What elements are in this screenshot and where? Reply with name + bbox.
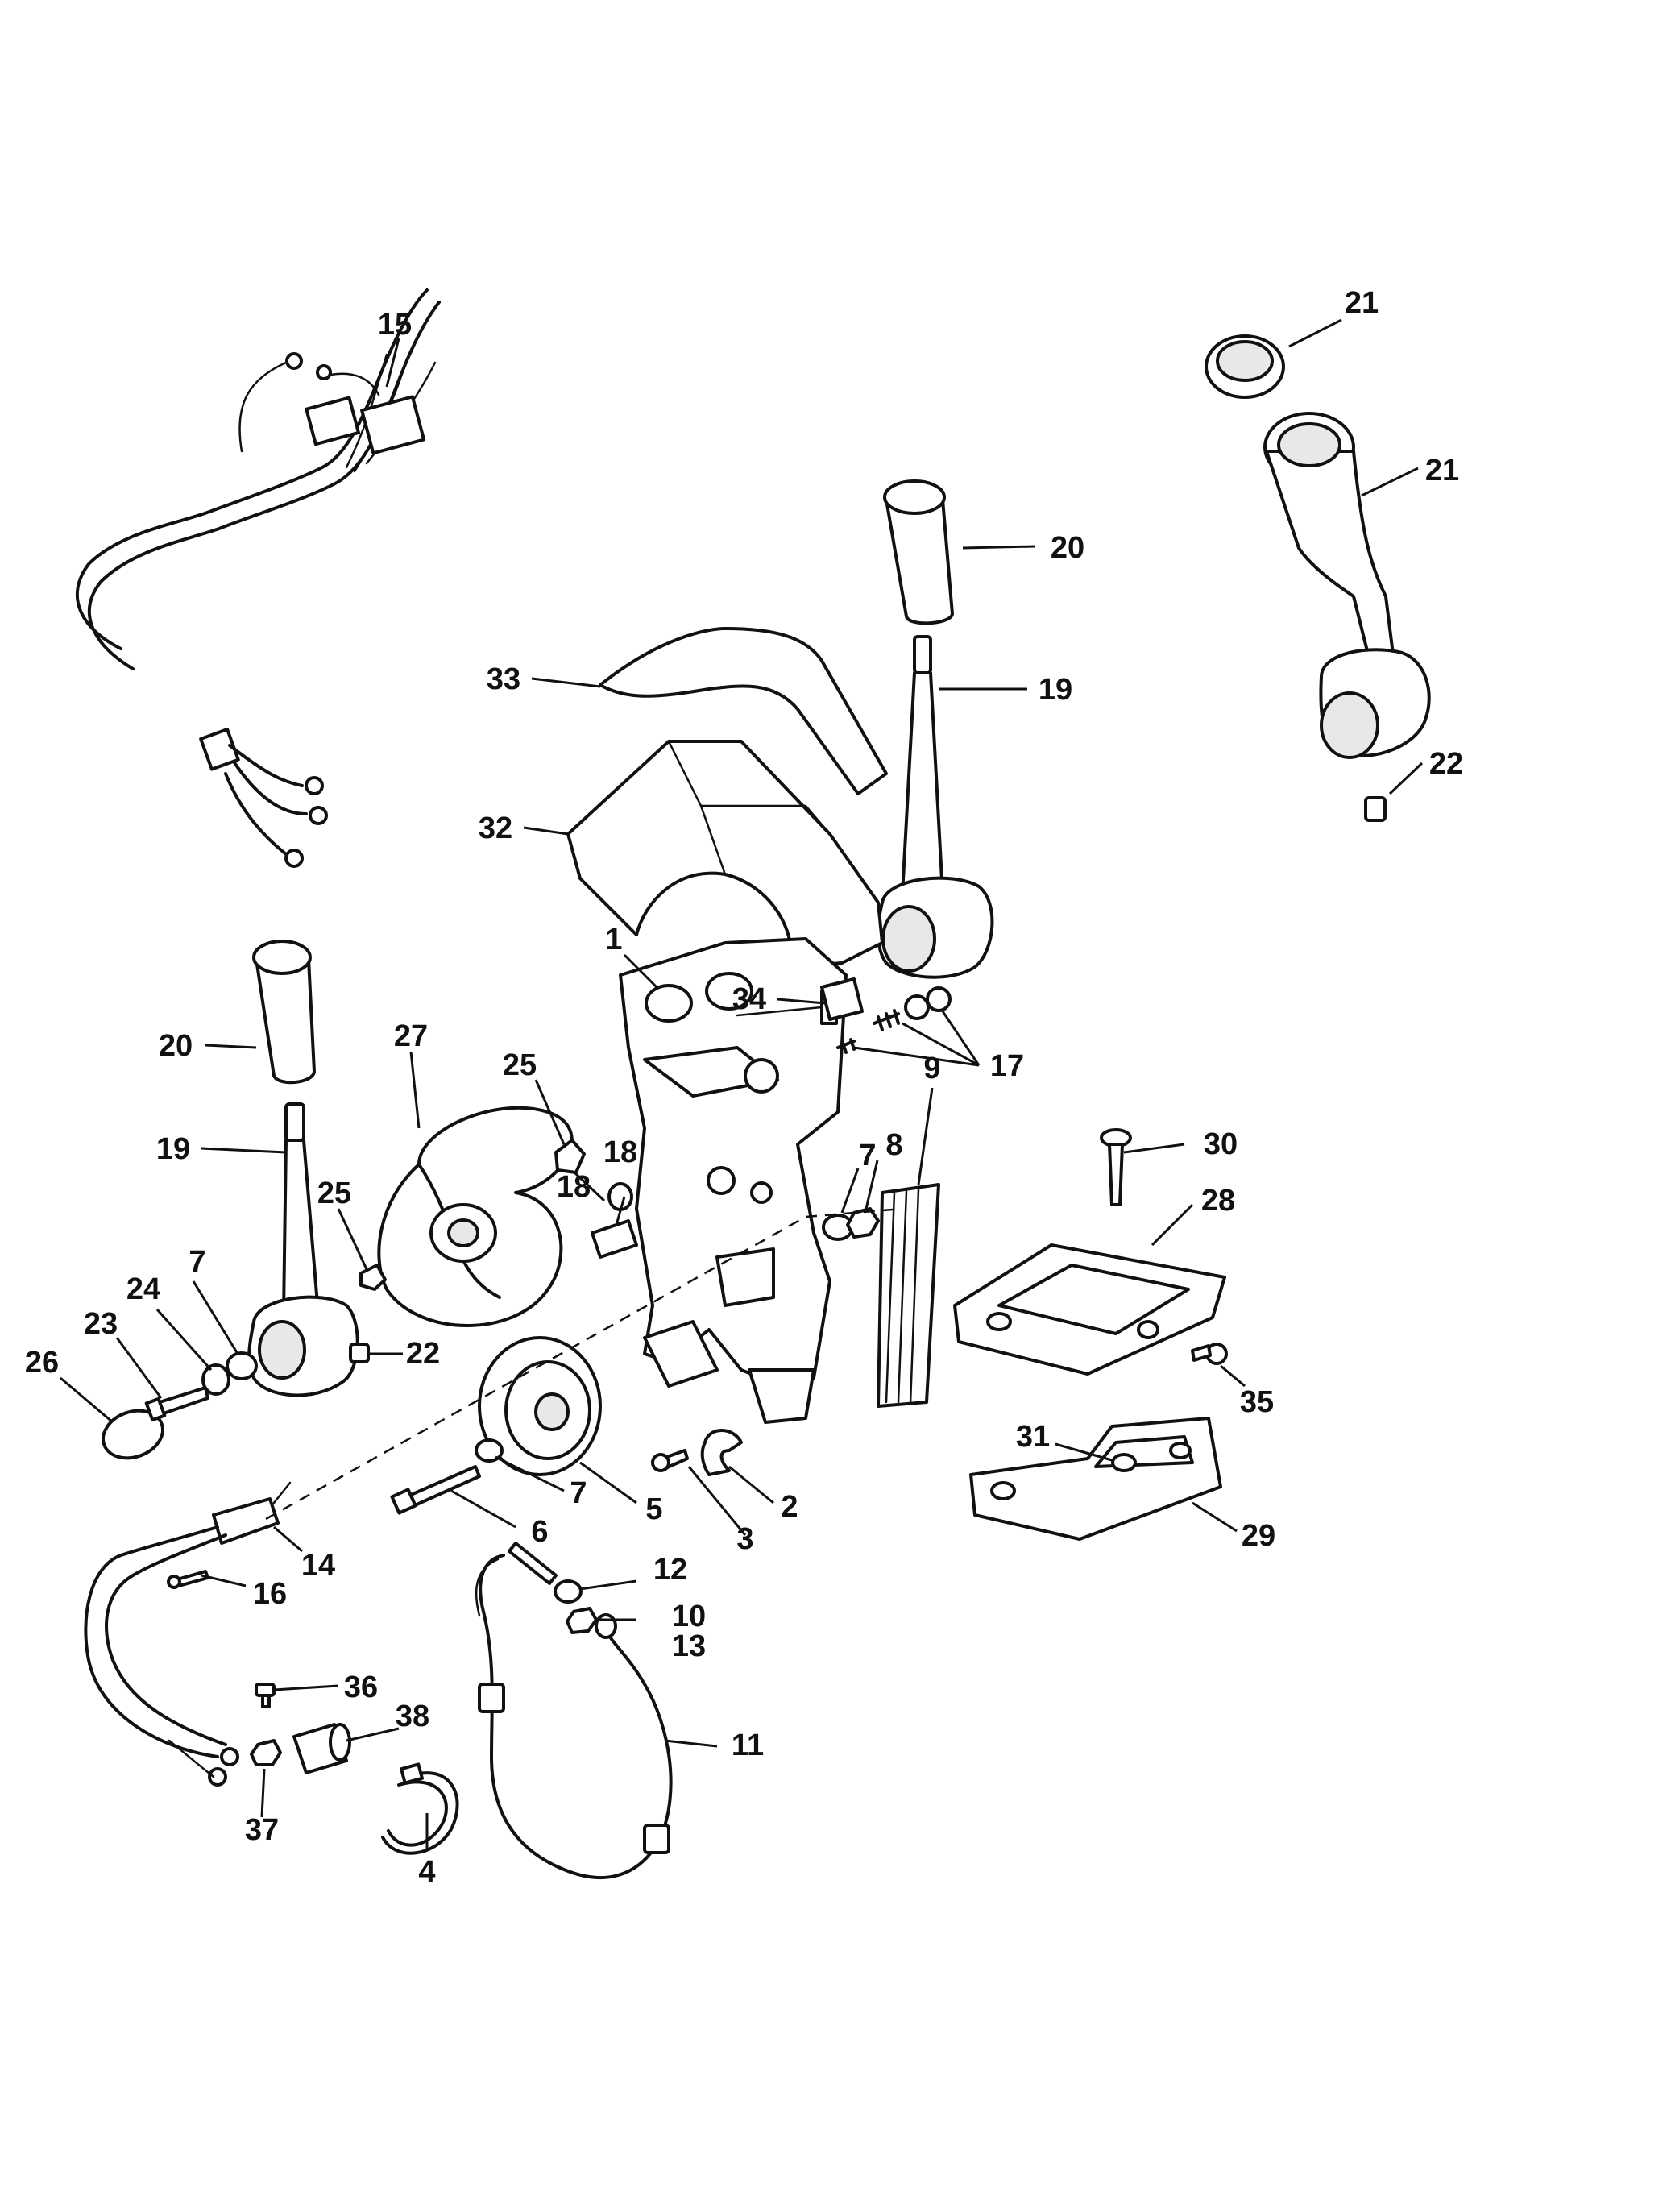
screw-part-30 — [1100, 1128, 1132, 1206]
callout-7c: 7 — [859, 1139, 876, 1172]
callout-18b: 18 — [557, 1170, 591, 1204]
cover-trim-part-33 — [599, 627, 888, 795]
detent-plate-part-34 — [820, 977, 864, 1021]
neutral-switch-part-14 — [84, 1481, 292, 1787]
hose-clamp-part-4 — [381, 1762, 459, 1855]
callout-36: 36 — [344, 1670, 378, 1704]
bushing-part-18-lower — [591, 1219, 638, 1259]
clip-part-2 — [700, 1429, 743, 1476]
callout-10: 10 — [672, 1600, 706, 1633]
washer-part-7-pulley — [475, 1438, 504, 1463]
lever-knob-part-20-left — [252, 940, 316, 1085]
callout-22a: 22 — [406, 1337, 440, 1371]
callout-32: 32 — [479, 811, 512, 845]
screw-part-3 — [651, 1449, 689, 1472]
nut-part-10-13 — [566, 1607, 598, 1634]
callout-12: 12 — [653, 1553, 687, 1587]
retainer-clip-part-25-upper — [554, 1139, 586, 1174]
callout-2: 2 — [781, 1490, 798, 1524]
assembly-axis-line — [265, 1215, 806, 1521]
callout-21b: 21 — [1425, 454, 1459, 488]
callout-31: 31 — [1016, 1420, 1050, 1454]
mounting-bracket-part-28 — [953, 1243, 1226, 1376]
bolt-part-6 — [390, 1465, 481, 1515]
knob-cap-part-26 — [102, 1409, 164, 1460]
callout-27: 27 — [394, 1019, 428, 1053]
callout-23: 23 — [84, 1307, 118, 1341]
screw-part-36 — [255, 1683, 276, 1708]
retainer-clip-part-25-lower — [359, 1264, 387, 1291]
callout-30: 30 — [1204, 1127, 1238, 1161]
wiring-harness-part-15 — [75, 288, 441, 868]
callout-7a: 7 — [189, 1245, 205, 1279]
screw-part-35 — [1191, 1343, 1228, 1365]
screw-part-31 — [1111, 1453, 1137, 1472]
callout-19b: 19 — [1039, 673, 1072, 707]
callout-24: 24 — [126, 1272, 160, 1306]
callout-1: 1 — [605, 923, 622, 957]
callout-25b: 25 — [317, 1177, 351, 1210]
base-plate-part-29 — [969, 1417, 1222, 1541]
callout-18a: 18 — [603, 1135, 637, 1169]
callout-6: 6 — [531, 1515, 548, 1549]
callout-22b: 22 — [1429, 747, 1463, 781]
lever-knob-part-20-right — [883, 479, 954, 625]
callout-34: 34 — [732, 982, 766, 1016]
lever-arm-part-19-left — [247, 1102, 359, 1397]
callout-14: 14 — [301, 1549, 335, 1583]
handle-cap-part-21 — [1205, 334, 1285, 399]
throttle-cam-part-27 — [377, 1106, 574, 1327]
callout-3: 3 — [736, 1522, 753, 1556]
pulley-part-5 — [478, 1336, 602, 1476]
shift-cable-part-11 — [475, 1542, 673, 1879]
control-handle-part-21 — [1263, 412, 1431, 759]
callout-37: 37 — [245, 1813, 279, 1847]
callout-5: 5 — [645, 1492, 662, 1526]
set-screw-part-22-right — [1364, 796, 1387, 822]
callout-4: 4 — [418, 1855, 435, 1889]
callout-16: 16 — [253, 1577, 287, 1611]
bushing-part-18-upper — [607, 1182, 633, 1211]
callout-38: 38 — [396, 1699, 429, 1733]
callout-29: 29 — [1242, 1519, 1275, 1553]
screw-part-23 — [144, 1386, 209, 1422]
leader-lines — [60, 318, 1424, 1849]
callout-9: 9 — [923, 1052, 940, 1085]
assembly-axis-line-2 — [805, 1207, 903, 1218]
washer-part-12 — [554, 1579, 583, 1604]
nut-part-37 — [250, 1739, 282, 1766]
callout-labels: 15 21 21 22 20 19 33 32 1 34 17 9 8 7 25… — [25, 286, 1463, 1889]
spacer-part-38 — [292, 1723, 351, 1774]
callout-20a: 20 — [159, 1029, 193, 1063]
screw-part-16 — [167, 1570, 209, 1589]
callout-26: 26 — [25, 1346, 59, 1380]
set-screw-part-22-left — [349, 1343, 370, 1363]
callout-19a: 19 — [156, 1132, 190, 1166]
detent-spring-ball-part-17 — [836, 986, 952, 1054]
callout-25a: 25 — [503, 1048, 537, 1082]
callout-17: 17 — [990, 1049, 1024, 1083]
callout-33: 33 — [487, 662, 520, 696]
callout-15: 15 — [378, 308, 412, 342]
washer-part-7-left — [226, 1351, 258, 1380]
lever-arm-part-19-right — [877, 635, 994, 979]
callout-21a: 21 — [1345, 286, 1379, 320]
callout-7b: 7 — [570, 1476, 587, 1510]
control-housing-part-1 — [619, 937, 848, 1424]
gasket-part-9 — [877, 1183, 940, 1408]
callout-11: 11 — [732, 1729, 764, 1762]
nut-part-8 — [846, 1207, 880, 1239]
callout-8: 8 — [885, 1128, 902, 1162]
washer-part-24 — [201, 1363, 230, 1396]
callout-35: 35 — [1240, 1385, 1274, 1419]
callout-28: 28 — [1201, 1184, 1235, 1218]
callout-13: 13 — [672, 1629, 706, 1663]
callout-20b: 20 — [1051, 531, 1084, 565]
